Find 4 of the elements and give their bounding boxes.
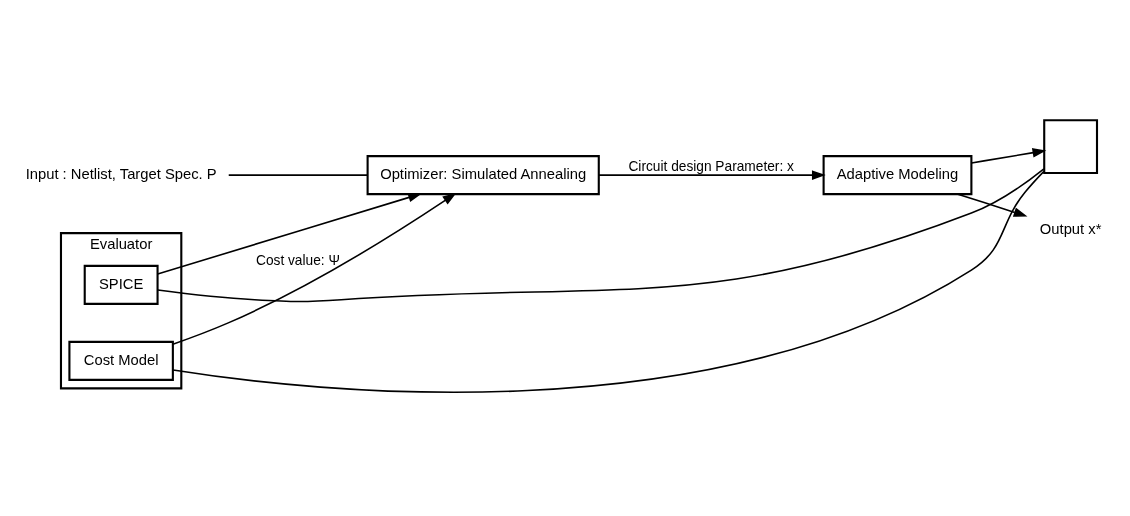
node-text: Input : Netlist, Target Spec. P bbox=[25, 165, 217, 182]
edge-label: Circuit design Parameter: x bbox=[628, 158, 794, 174]
node-text: Output x* bbox=[1039, 220, 1102, 237]
edge-label: Cost value: Ψ bbox=[255, 252, 340, 268]
